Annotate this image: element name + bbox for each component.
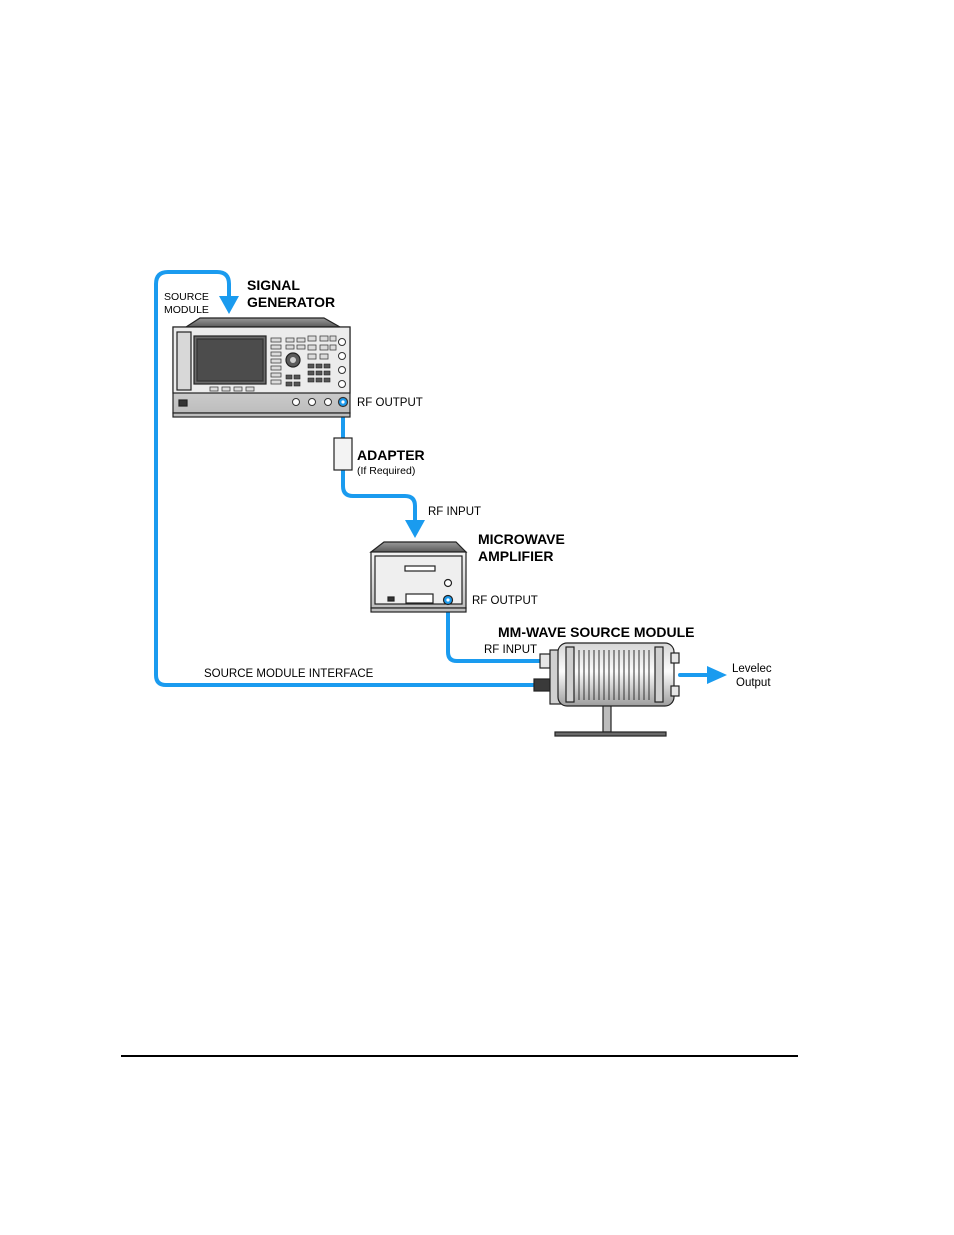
module-interface-connector — [534, 679, 550, 691]
mm-wave-source-module-label: MM-WAVE SOURCE MODULE — [498, 624, 695, 640]
microwave-amplifier-label: MICROWAVE AMPLIFIER — [478, 531, 569, 564]
adapter-note-label: (If Required) — [357, 465, 415, 477]
module-rf-input-label: RF INPUT — [484, 644, 537, 656]
module-cooling-fins — [579, 650, 649, 700]
source-module-interface-label: SOURCE MODULE INTERFACE — [204, 668, 374, 680]
source-module-port-label: SOURCE MODULE — [164, 291, 212, 316]
sg-top-cover — [186, 318, 340, 327]
module-rf-input-connector — [540, 654, 550, 668]
adapter-to-amplifier-cable — [343, 470, 415, 522]
footer-divider-line — [121, 1055, 798, 1057]
arrow-to-signal-generator-icon — [219, 296, 239, 314]
signal-generator-label: SIGNAL GENERATOR — [247, 277, 335, 310]
adapter-box — [334, 438, 352, 470]
leveled-output-arrow-icon — [707, 666, 727, 684]
mm-wave-source-module-device — [534, 643, 679, 736]
signal-generator-instrument — [173, 318, 350, 417]
arrow-to-amplifier-icon — [405, 520, 425, 538]
sg-rf-output-label: RF OUTPUT — [357, 397, 423, 409]
module-stand-base — [555, 732, 666, 736]
amp-rf-input-label: RF INPUT — [428, 506, 481, 518]
microwave-amplifier-instrument — [371, 542, 466, 612]
amp-top-cover — [371, 542, 466, 552]
adapter-label: ADAPTER — [357, 447, 425, 463]
leveled-output-label: Levelec Output — [732, 663, 775, 689]
amp-rf-output-label: RF OUTPUT — [472, 595, 538, 607]
